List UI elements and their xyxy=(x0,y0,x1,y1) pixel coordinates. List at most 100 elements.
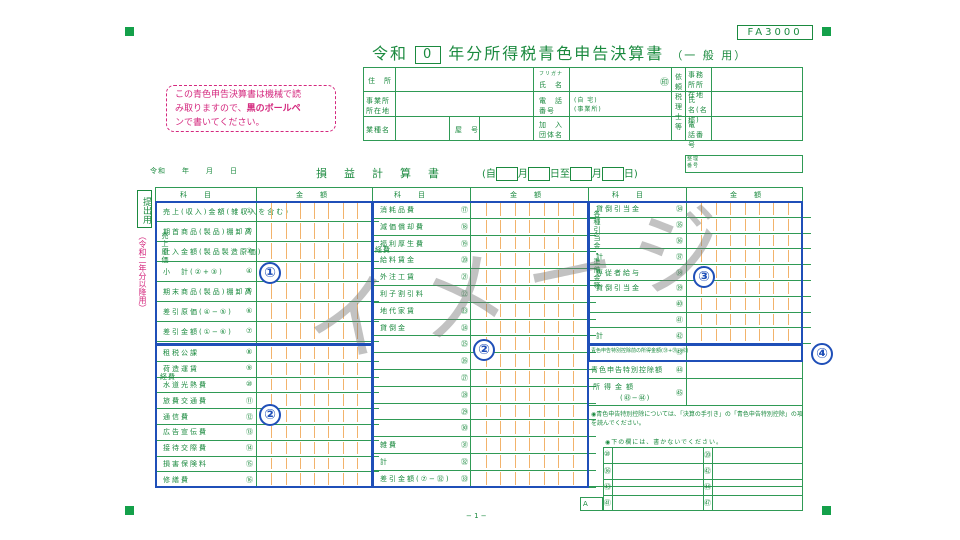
phone-label: 電 話番号 xyxy=(539,97,563,115)
left-expense-label: 旅費交通費 xyxy=(163,396,208,405)
left-expense-label: 広告宣伝費 xyxy=(163,428,208,437)
row-number: ㊳ xyxy=(676,268,683,277)
year-box[interactable]: 0 xyxy=(415,45,442,64)
row-number: ㊹ xyxy=(676,366,683,374)
left-expense-amount-field[interactable] xyxy=(257,456,371,472)
right-item-amount-field[interactable] xyxy=(687,248,802,264)
right-item-label: 貸倒引当金 xyxy=(596,284,641,293)
callout-box-4 xyxy=(588,344,803,362)
mid-item-label: 消耗品費 xyxy=(380,205,416,214)
left-expense-amount-field[interactable] xyxy=(257,392,371,408)
mid-item-amount-field[interactable] xyxy=(471,386,587,403)
mid-item-amount-field[interactable] xyxy=(471,470,587,487)
edition-note: （令和二年分以降用） xyxy=(138,232,147,312)
office-use-note: ◉下の欄には、書かないでください。 xyxy=(605,439,724,446)
left-item-label: 差引金額(①−⑥) xyxy=(163,327,233,336)
registration-mark xyxy=(822,27,831,36)
mid-item-label: 利子割引料 xyxy=(380,289,425,298)
row-number: ㊱ xyxy=(676,237,683,245)
left-item-amount-field[interactable] xyxy=(257,201,371,221)
right-item-label: 計 xyxy=(596,331,605,340)
left-item-amount-field[interactable] xyxy=(257,221,371,241)
left-expense-amount-field[interactable] xyxy=(257,424,371,440)
office-code: ㊹ xyxy=(704,483,711,491)
row-number: ㊴ xyxy=(676,284,683,293)
mid-item-label: 雑費 xyxy=(380,441,398,450)
mid-item-amount-field[interactable] xyxy=(471,235,587,252)
left-expense-amount-field[interactable] xyxy=(257,377,371,393)
right-item-amount-field[interactable] xyxy=(687,296,802,312)
mid-item-amount-field[interactable] xyxy=(471,302,587,319)
row-number: ⑭ xyxy=(246,444,253,453)
mid-item-amount-field[interactable] xyxy=(471,419,587,436)
submission-label: 提出用 xyxy=(137,190,152,228)
left-item-label: 売上(収入)金額(雑収入を含む) xyxy=(163,207,290,216)
agent-phone-label: 電 話番 号 xyxy=(688,121,712,149)
row-number: ㉟ xyxy=(676,221,683,230)
row-number: ㉔ xyxy=(461,323,468,332)
right-item-amount-field[interactable] xyxy=(687,201,802,217)
left-expense-amount-field[interactable] xyxy=(257,440,371,456)
left-expense-label: 接待交際費 xyxy=(163,444,208,453)
mid-item-amount-field[interactable] xyxy=(471,319,587,336)
row-number: ⑲ xyxy=(461,239,468,248)
right-item-amount-field[interactable] xyxy=(687,233,802,249)
callout-number-4: ④ xyxy=(811,343,833,365)
left-expense-label: 荷造運賃 xyxy=(163,365,199,374)
left-item-amount-field[interactable] xyxy=(257,301,371,321)
mid-item-amount-field[interactable] xyxy=(471,403,587,420)
date-line: 令和 年 月 日 xyxy=(150,167,238,175)
mid-item-amount-field[interactable] xyxy=(471,436,587,453)
expense-group-label-left: 経費 xyxy=(160,373,176,381)
row-number: ④ xyxy=(246,266,253,275)
mid-item-amount-field[interactable] xyxy=(471,453,587,470)
income-formula: (㊸−㊹) xyxy=(620,394,651,402)
mid-item-amount-field[interactable] xyxy=(471,201,587,218)
expense-group-label-mid: 経費 xyxy=(375,246,391,254)
callout-number-1: ① xyxy=(259,262,281,284)
office-code-a xyxy=(580,497,603,511)
row-number: ㉙ xyxy=(461,407,468,416)
mid-item-label: 外注工賃 xyxy=(380,273,416,282)
col-header-amount: 金 額 xyxy=(296,191,328,199)
row-number: ㊵ xyxy=(676,300,683,309)
row-number: ㉖ xyxy=(461,357,468,366)
mid-item-amount-field[interactable] xyxy=(471,285,587,302)
ref-number-box[interactable] xyxy=(685,155,803,173)
registration-mark xyxy=(822,506,831,515)
title-type: （一 般 用） xyxy=(671,49,748,62)
left-expense-amount-field[interactable] xyxy=(257,345,371,361)
row-number: ⑬ xyxy=(246,428,253,437)
blue-deduction-label: 青色申告特別控除額 xyxy=(591,366,663,374)
left-item-label: 小 計(②+③) xyxy=(163,267,224,276)
office-code: ⑩ xyxy=(604,450,611,458)
left-item-amount-field[interactable] xyxy=(257,241,371,261)
form-code: FA3000 xyxy=(737,25,813,40)
left-expense-label: 通信費 xyxy=(163,412,190,421)
left-expense-amount-field[interactable] xyxy=(257,471,371,487)
row-number: ⑳ xyxy=(461,256,468,265)
mid-item-amount-field[interactable] xyxy=(471,268,587,285)
title-era: 令和 xyxy=(372,44,409,63)
row-number: ㉜ xyxy=(461,457,468,466)
mid-item-amount-field[interactable] xyxy=(471,218,587,235)
col-header-amount: 金 額 xyxy=(730,191,762,199)
left-item-amount-field[interactable] xyxy=(257,321,371,341)
office-code: ㊸ xyxy=(604,483,611,491)
left-item-amount-field[interactable] xyxy=(257,281,371,301)
phone-home-label: (自 宅) xyxy=(574,97,598,104)
left-expense-amount-field[interactable] xyxy=(257,361,371,377)
right-item-amount-field[interactable] xyxy=(687,217,802,233)
right-item-amount-field[interactable] xyxy=(687,327,802,343)
col-header-item: 科 目 xyxy=(612,191,644,199)
mid-item-amount-field[interactable] xyxy=(471,251,587,268)
address-label: 住 所 xyxy=(368,77,392,85)
col-header-item: 科 目 xyxy=(180,191,212,199)
right-item-amount-field[interactable] xyxy=(687,312,802,328)
association-label: 加 入団体名 xyxy=(539,121,563,139)
row-number: ㊲ xyxy=(676,252,683,261)
office-address-label: 事業所所在地 xyxy=(366,97,390,115)
office-code: ⑳ xyxy=(704,451,711,459)
mid-item-label: 減価償却費 xyxy=(380,222,425,231)
mid-item-amount-field[interactable] xyxy=(471,369,587,386)
